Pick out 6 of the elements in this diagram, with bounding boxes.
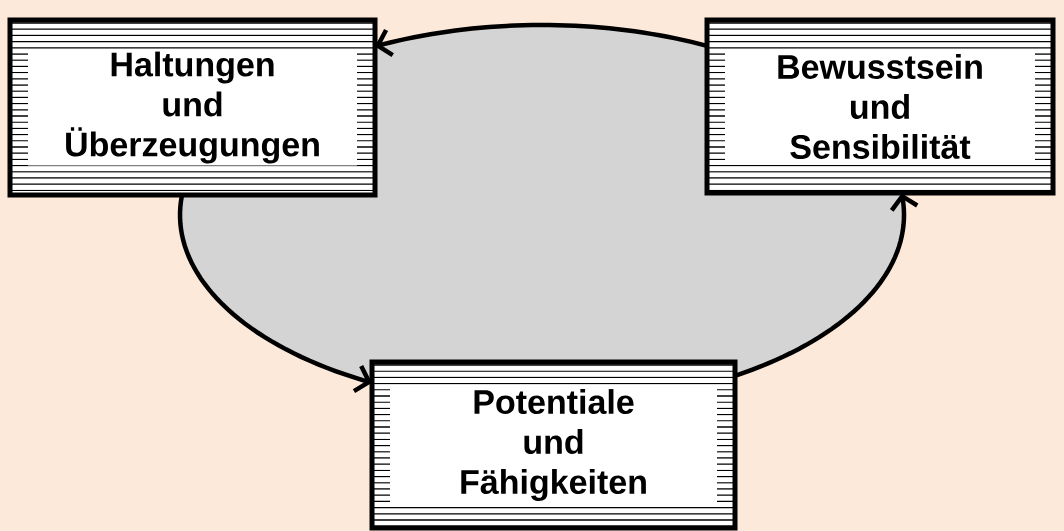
arrow <box>734 193 919 378</box>
label-box: Potentiale und Fähigkeiten <box>369 359 738 531</box>
arrow <box>374 22 708 58</box>
label-box: Bewusstsein und Sensibilität <box>704 17 1056 196</box>
label-box: Haltungen und Überzeugungen <box>7 17 378 198</box>
arrow <box>177 194 373 393</box>
